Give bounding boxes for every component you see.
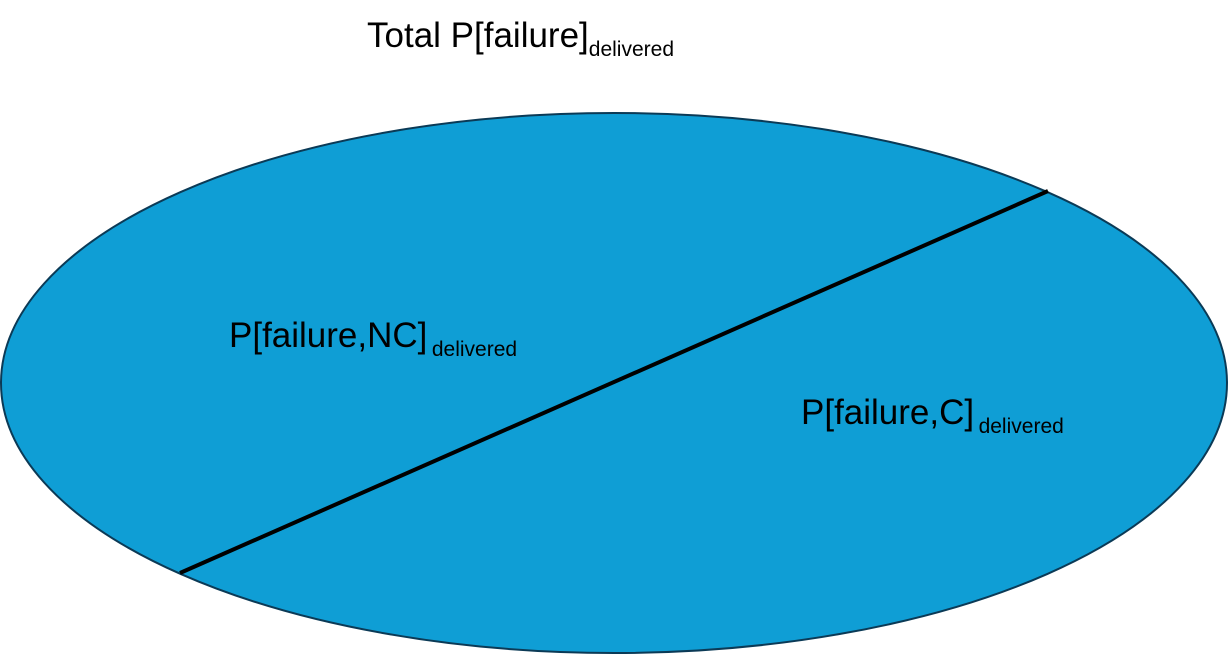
- total-failure-title-main: Total P[failure]: [367, 16, 589, 55]
- divider-line: [179, 189, 1049, 575]
- failure-c-main: P[failure,C]: [801, 393, 975, 432]
- failure-nc-region-label: P[failure,NC] delivered: [229, 318, 517, 360]
- failure-nc-subscript: delivered: [431, 338, 518, 361]
- failure-c-region-label: P[failure,C] delivered: [801, 395, 1064, 437]
- total-failure-title: Total P[failure]delivered: [367, 18, 674, 60]
- total-failure-title-subscript: delivered: [588, 38, 675, 61]
- failure-c-subscript: delivered: [978, 415, 1064, 438]
- failure-nc-main: P[failure,NC]: [229, 316, 428, 355]
